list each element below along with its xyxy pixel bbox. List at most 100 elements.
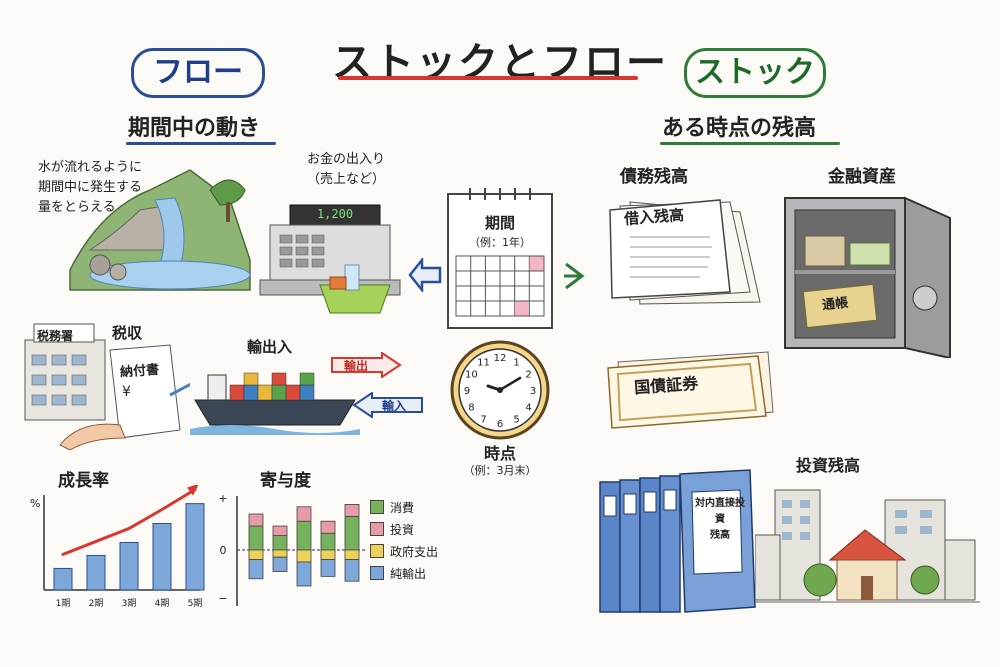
clock-number: 7 — [480, 415, 486, 426]
debt-document-title: 借入残高 — [623, 205, 685, 229]
growth-tick-label: 1期 — [56, 598, 71, 609]
period-label: 期間 — [484, 214, 515, 232]
register-display: 1,200 — [316, 207, 354, 221]
growth-chart: 1期 2期 3期 4期 5期 — [43, 485, 205, 609]
city-buildings-illustration — [755, 489, 980, 603]
yen-symbol: ¥ — [122, 384, 131, 400]
point-example: （例：3月末） — [463, 464, 537, 477]
growth-tick-label: 4期 — [155, 598, 170, 609]
contribution-bar-segment — [272, 549, 288, 558]
clock-number: 4 — [525, 403, 531, 414]
contribution-bar-segment — [344, 559, 360, 582]
water-note-line: 水が流れるように — [38, 160, 143, 175]
legend-label: 消費 — [390, 500, 415, 515]
growth-bar — [86, 554, 106, 591]
binder-label-line: 対内直接投資 — [695, 498, 745, 525]
export-label: 輸出 — [344, 359, 369, 373]
legend-swatch — [370, 544, 384, 558]
contribution-bar-segment — [296, 549, 312, 563]
clock-number: 1 — [513, 357, 519, 368]
growth-bar — [152, 523, 172, 591]
period-example: （例：1年） — [469, 236, 531, 249]
water-note: 水が流れるように 期間中に発生する 量をとらえる — [38, 158, 142, 218]
growth-bar — [53, 567, 73, 591]
legend-item: 投資 — [370, 518, 438, 540]
binder-label: 対内直接投資 残高 — [694, 496, 746, 544]
legend-item: 純輸出 — [370, 562, 438, 584]
legend-item: 政府支出 — [370, 540, 438, 562]
growth-bar — [185, 503, 205, 591]
clock-number: 6 — [497, 419, 503, 430]
binders-illustration — [599, 469, 756, 613]
contribution-bar-segment — [320, 520, 336, 534]
growth-tick-label: 3期 — [122, 598, 137, 609]
legend-swatch — [370, 500, 384, 514]
contribution-bar-segment — [248, 549, 264, 561]
stock-subheading: ある時点の残高 — [662, 116, 817, 141]
passbook-label: 通帳 — [821, 295, 849, 314]
growth-bar — [119, 542, 139, 591]
import-label: 輸入 — [382, 399, 407, 413]
tax-office-illustration — [24, 323, 190, 450]
calendar-illustration — [447, 188, 553, 329]
contribution-bar-segment — [296, 506, 312, 522]
water-note-line: 量をとらえる — [38, 200, 116, 215]
growth-tick-label: 5期 — [188, 598, 203, 609]
flow-heading: フロー — [131, 48, 265, 98]
contribution-bar-segment — [248, 559, 264, 580]
bond-label: 国債証券 — [633, 373, 699, 398]
investment-label: 投資残高 — [796, 456, 861, 475]
clock-number: 12 — [494, 353, 507, 364]
clock-number: 2 — [525, 370, 531, 381]
legend-item: 消費 — [370, 496, 438, 518]
contribution-bar-segment — [248, 525, 264, 551]
contribution-bar-segment — [344, 503, 360, 517]
legend-label: 政府支出 — [390, 544, 439, 559]
point-label: 時点 — [483, 444, 516, 463]
stock-subheading-underline — [660, 142, 840, 145]
clock-number: 9 — [464, 386, 470, 397]
contribution-bar-segment — [296, 520, 312, 551]
contribution-bar-segment — [320, 559, 336, 577]
legend-label: 投資 — [390, 522, 415, 537]
debt-documents-illustration — [609, 199, 761, 305]
contribution-bar-segment — [272, 556, 288, 572]
clock-number: 10 — [465, 370, 478, 381]
contribution-bar-segment — [320, 549, 336, 561]
right-arrow — [564, 262, 585, 290]
growth-trend-arrowhead — [187, 485, 199, 496]
stock-heading: ストック — [684, 48, 826, 98]
title-underline — [338, 76, 638, 80]
debt-label: 債務残高 — [620, 167, 688, 187]
financial-assets-label: 金融資産 — [828, 167, 896, 187]
clock-number: 8 — [468, 403, 474, 414]
growth-tick-label: 2期 — [89, 598, 104, 609]
import-arrow — [352, 392, 423, 418]
contribution-axis-label: 0 — [220, 544, 227, 557]
contribution-bar-segment — [272, 525, 288, 537]
cargo-ship-illustration — [190, 372, 360, 435]
contribution-bar-segment — [248, 513, 264, 527]
clock-number: 11 — [477, 357, 490, 368]
legend-label: 純輸出 — [390, 566, 427, 581]
cash-flow-label-line: （売上など） — [306, 172, 385, 187]
safe-illustration — [784, 196, 951, 358]
growth-chart-unit: % — [30, 497, 41, 510]
tax-label: 税収 — [112, 324, 143, 342]
legend-swatch — [370, 522, 384, 536]
contribution-chart: +0− — [218, 492, 365, 606]
contribution-bar-segment — [344, 549, 360, 561]
growth-trend-arrow — [61, 488, 197, 556]
growth-chart-title: 成長率 — [58, 471, 109, 491]
contribution-chart-title: 寄与度 — [260, 471, 311, 491]
cash-register-illustration — [259, 204, 401, 314]
clock-number: 5 — [513, 415, 519, 426]
cash-flow-label-line: お金の出入り — [306, 152, 385, 167]
cash-flow-label: お金の出入り （売上など） — [296, 150, 396, 190]
contribution-legend: 消費投資政府支出純輸出 — [370, 496, 438, 584]
water-note-line: 期間中に発生する — [38, 180, 143, 195]
legend-swatch — [370, 566, 384, 580]
bond-certificates-illustration — [607, 351, 774, 429]
binder-label-line: 残高 — [710, 530, 730, 541]
